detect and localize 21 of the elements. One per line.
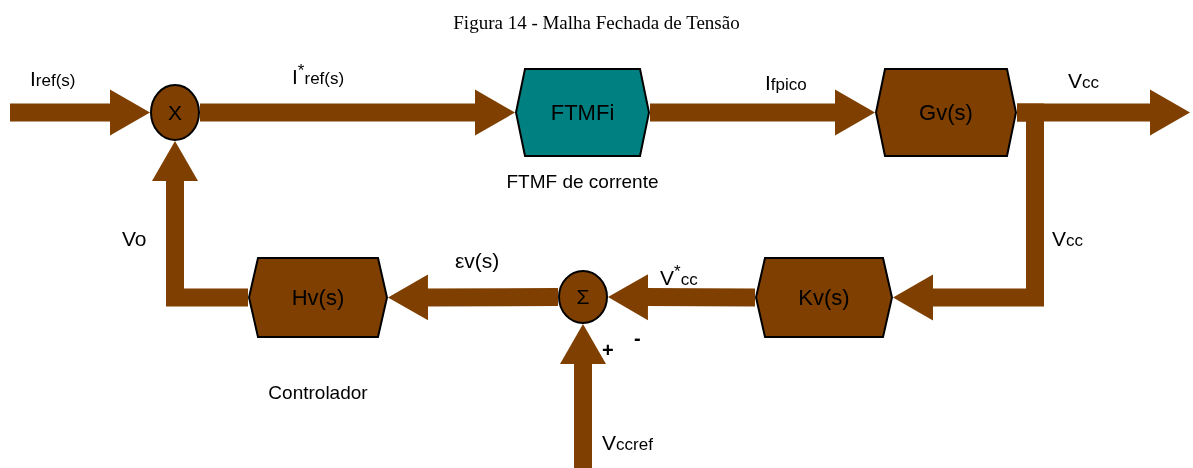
signal-arrow bbox=[650, 89, 875, 136]
signal-arrow bbox=[560, 324, 606, 468]
block-label: Hv(s) bbox=[291, 284, 345, 311]
block-label: Σ bbox=[576, 285, 590, 309]
signal-arrow bbox=[893, 103, 1044, 321]
sign-label: + bbox=[602, 340, 614, 360]
figure-title: Figura 14 - Malha Fechada de Tensão bbox=[452, 12, 741, 34]
signal-label: εv(s) bbox=[455, 250, 500, 271]
block-label: FTMFi bbox=[550, 99, 615, 126]
signal-arrow bbox=[152, 141, 248, 307]
block-caption: FTMF de corrente bbox=[506, 172, 659, 191]
block-caption: Controlador bbox=[268, 383, 368, 402]
block-label: Kv(s) bbox=[798, 284, 850, 311]
signal-arrow bbox=[607, 274, 756, 321]
sign-label: - bbox=[634, 328, 641, 348]
signal-label: Vo bbox=[122, 228, 147, 249]
block-label: Gv(s) bbox=[919, 99, 973, 126]
signal-arrow bbox=[387, 274, 559, 321]
signal-arrow bbox=[10, 89, 150, 136]
signal-arrow bbox=[200, 89, 515, 136]
block-label: X bbox=[168, 100, 182, 125]
